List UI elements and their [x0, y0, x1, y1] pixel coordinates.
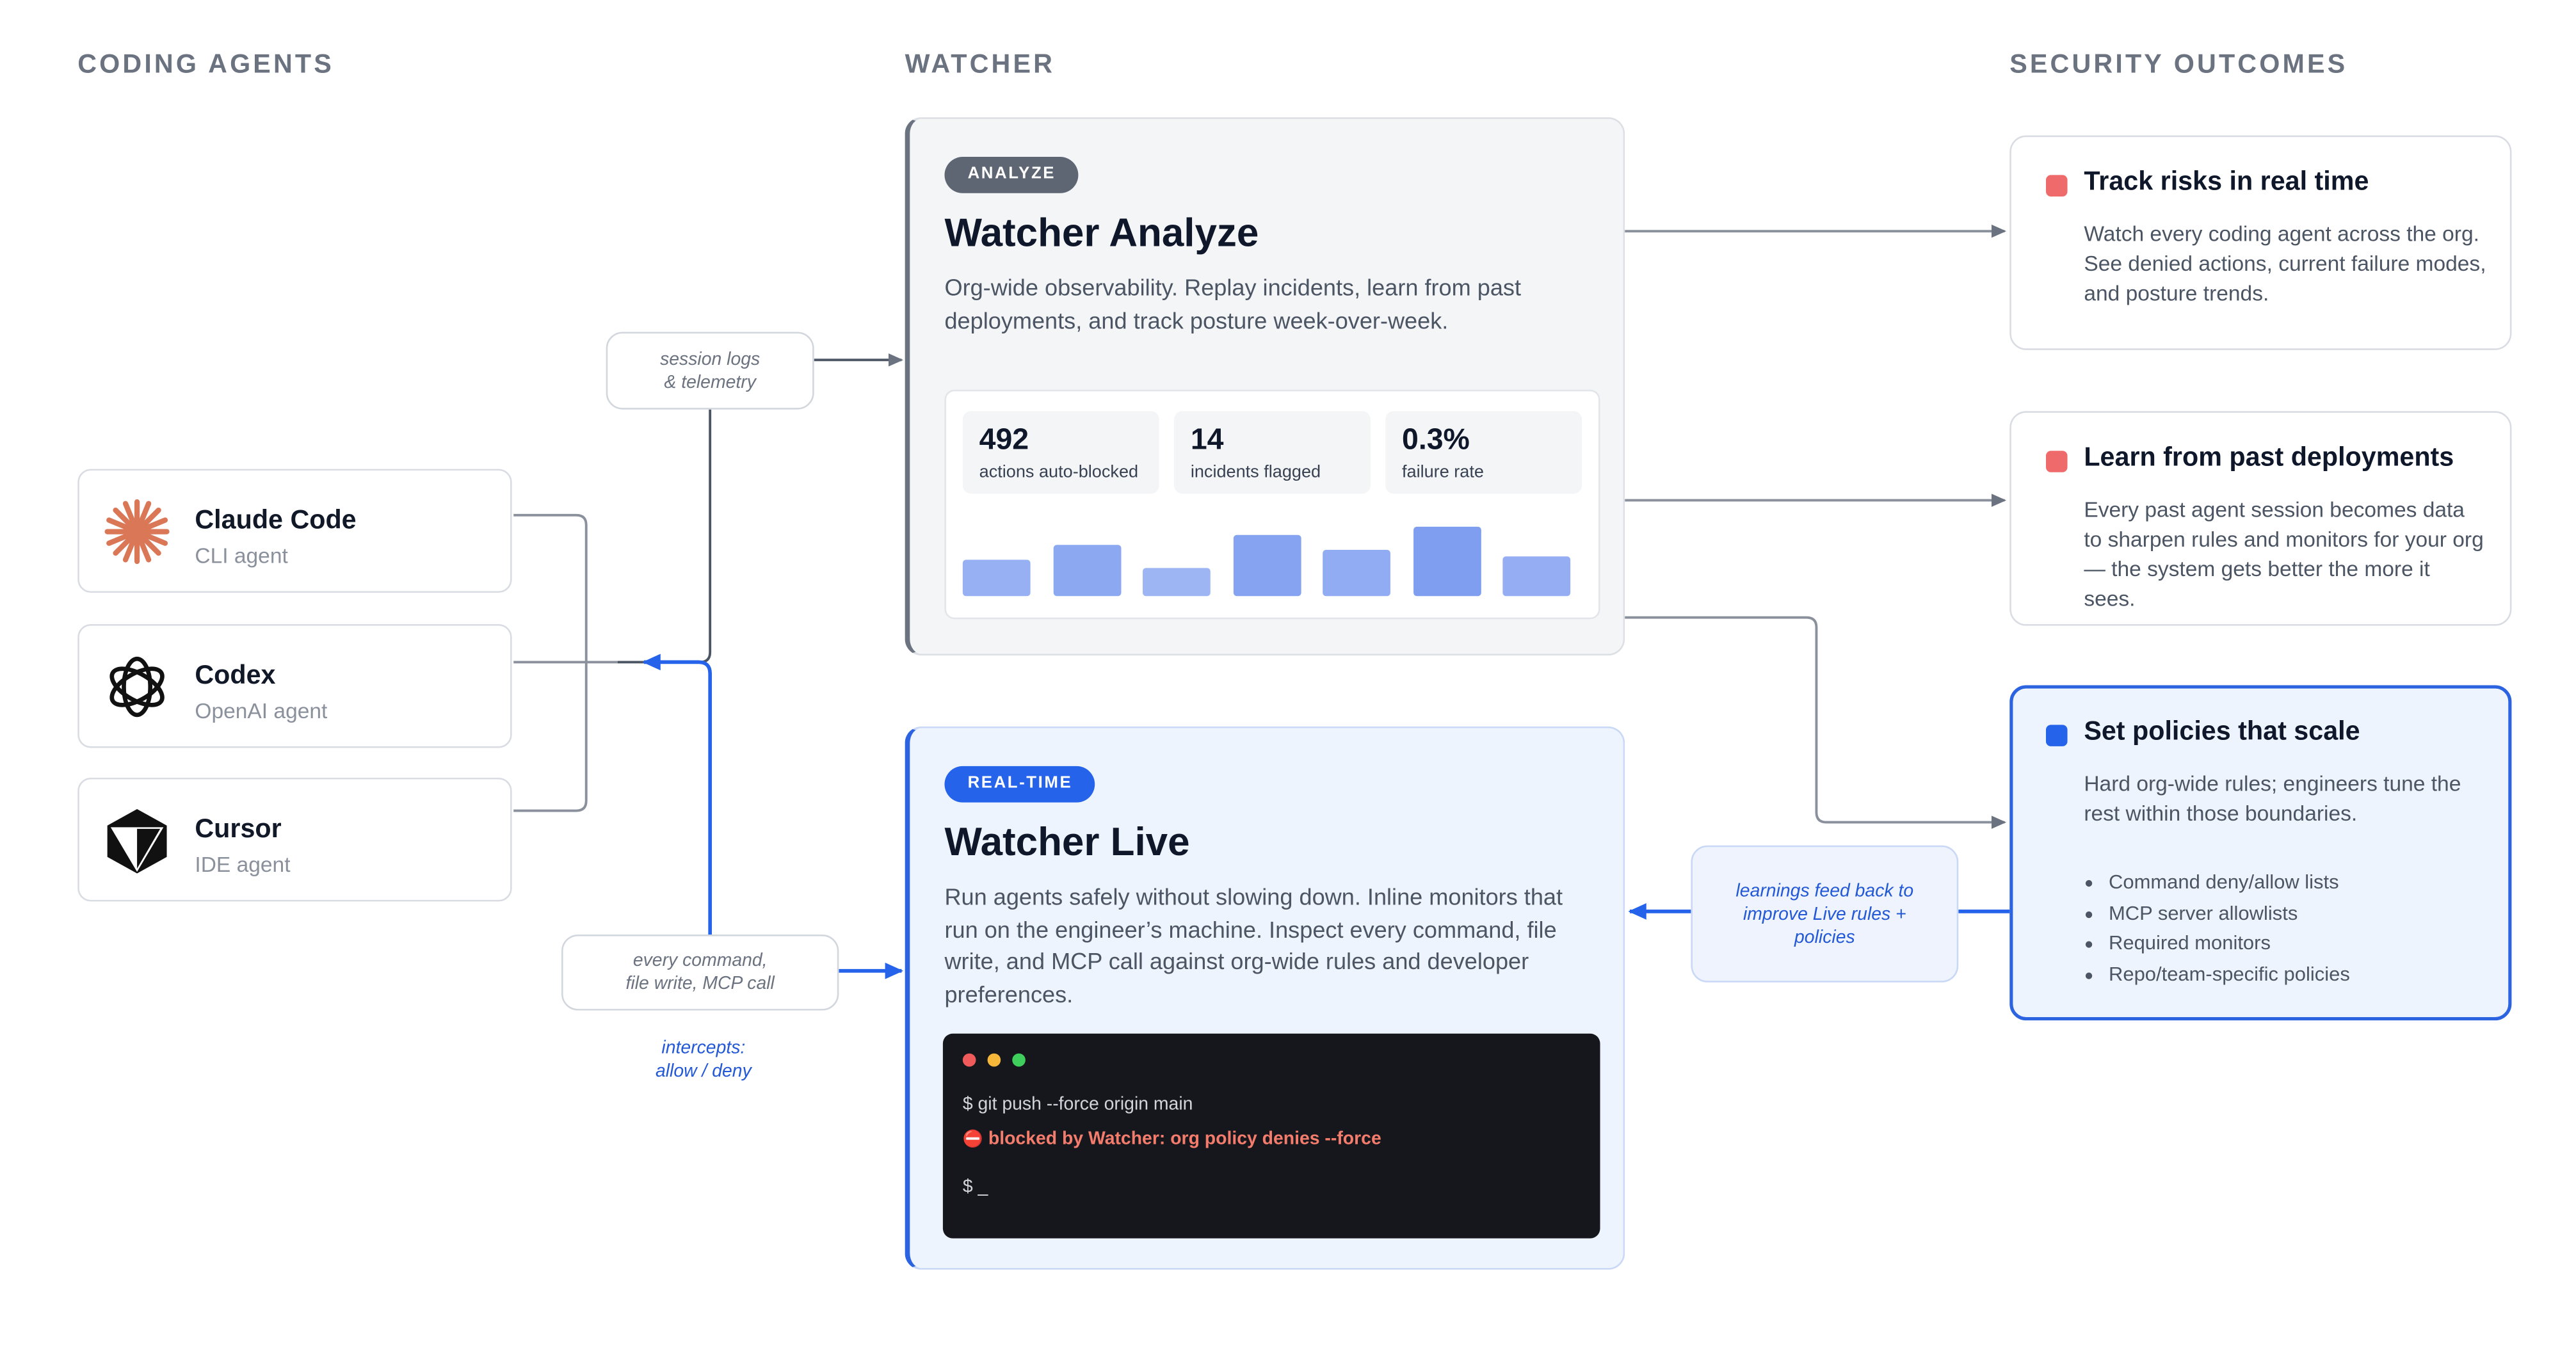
desc-line: Watch every coding agent across the org. [2084, 221, 2479, 246]
outcome-description: Every past agent session becomes data to… [2084, 495, 2483, 614]
terminal-blocked-line: ⛔ blocked by Watcher: org policy denies … [963, 1129, 1381, 1149]
terminal-command: $ git push --force origin main [962, 1095, 1193, 1115]
red-square-icon [2046, 175, 2068, 197]
terminal-window: $ git push --force origin main ⛔ blocked… [942, 1033, 1600, 1239]
stat-label: incidents flagged [1190, 462, 1321, 483]
trend-bar [1412, 526, 1481, 597]
desc-line: See denied actions, current failure mode… [2084, 251, 2486, 276]
claude-burst-icon [104, 499, 170, 565]
list-item: Command deny/allow lists [2109, 867, 2350, 897]
agent-name: Claude Code [195, 506, 357, 535]
desc-line: Run agents safely without slowing down. … [944, 883, 1563, 910]
live-badge: REAL-TIME [944, 766, 1096, 803]
bubble-line: learnings feed back to [1735, 881, 1914, 901]
trend-bar [962, 559, 1031, 597]
live-title: Watcher Live [944, 821, 1190, 865]
desc-line: deployments, and track posture week-over… [944, 306, 1449, 333]
trend-bar [1232, 534, 1301, 597]
column-header-outcomes: SECURITY OUTCOMES [2009, 51, 2348, 79]
outcome-description: Hard org-wide rules; engineers tune the … [2084, 769, 2461, 829]
stat-value: 0.3% [1401, 422, 1470, 456]
intercepts-note: intercepts: allow / deny [604, 1037, 803, 1083]
feedback-bubble: learnings feed back to improve Live rule… [1691, 845, 1959, 983]
analyze-to-policy-wire [1625, 616, 2007, 829]
analyze-description: Org-wide observability. Replay incidents… [944, 273, 1521, 337]
desc-line: preferences. [944, 979, 1074, 1007]
blocked-message: blocked by Watcher: org policy denies --… [988, 1129, 1381, 1150]
note-line: allow / deny [655, 1061, 752, 1082]
bubble-line: & telemetry [664, 372, 756, 392]
intercept-wire [642, 654, 712, 935]
list-item: MCP server allowlists [2109, 897, 2350, 928]
outcome-title: Set policies that scale [2084, 718, 2360, 746]
outcome-card-policies[interactable]: Set policies that scale Hard org-wide ru… [2009, 685, 2512, 1021]
agent-card-cursor[interactable]: Cursor IDE agent [77, 777, 512, 902]
outcome-card-track-risks[interactable]: Track risks in real time Watch every cod… [2009, 135, 2512, 350]
note-line: intercepts: [661, 1038, 746, 1059]
trend-bar [1143, 568, 1211, 597]
list-item: Repo/team-specific policies [2109, 958, 2350, 989]
outcome-card-learn[interactable]: Learn from past deployments Every past a… [2009, 411, 2512, 626]
analyze-badge: ANALYZE [944, 157, 1079, 193]
watcher-live-card[interactable]: REAL-TIME Watcher Live Run agents safely… [905, 726, 1625, 1270]
stat-label: failure rate [1401, 462, 1484, 483]
stat-value: 492 [979, 422, 1029, 456]
outcome-title: Track risks in real time [2084, 168, 2369, 197]
bubble-line: improve Live rules + [1743, 904, 1906, 924]
desc-line: write, and MCP call against org-wide rul… [944, 947, 1529, 974]
trend-bar [1323, 549, 1390, 597]
terminal-close-dot [962, 1053, 976, 1067]
stat-actions-blocked: 492 actions auto-blocked [962, 411, 1159, 494]
terminal-prompt: $ _ [962, 1177, 988, 1198]
analyze-stats-panel: 492 actions auto-blocked 14 incidents fl… [944, 389, 1600, 620]
desc-line: sees. [2084, 586, 2136, 611]
bubble-line: file write, MCP call [625, 974, 775, 994]
stat-value: 14 [1190, 422, 1224, 456]
telemetry-wire [617, 409, 712, 664]
policy-list: Command deny/allow lists MCP server allo… [2086, 867, 2350, 989]
stat-label: actions auto-blocked [979, 462, 1139, 483]
desc-line: — the system gets better the more it [2084, 556, 2430, 581]
agent-type: OpenAI agent [195, 698, 328, 723]
desc-line: and posture trends. [2084, 280, 2269, 306]
cursor-cube-icon [107, 808, 167, 874]
agent-type: IDE agent [195, 852, 291, 877]
outcome-title: Learn from past deployments [2084, 444, 2454, 472]
desc-line: run on the engineer’s machine. Inspect e… [944, 915, 1557, 942]
stat-failure-rate: 0.3% failure rate [1385, 411, 1582, 494]
desc-line: Org-wide observability. Replay incidents… [944, 274, 1522, 301]
column-header-agents: CODING AGENTS [77, 51, 334, 79]
bubble-line: policies [1794, 927, 1855, 947]
analyze-title: Watcher Analyze [944, 211, 1259, 256]
trend-bar [1052, 545, 1121, 597]
blue-square-icon [2046, 725, 2068, 746]
every-command-bubble: every command, file write, MCP call [561, 934, 839, 1011]
watcher-analyze-card[interactable]: ANALYZE Watcher Analyze Org-wide observa… [905, 117, 1625, 656]
stop-icon: ⛔ [962, 1130, 983, 1150]
agent-type: CLI agent [195, 543, 288, 568]
terminal-zoom-dot [1012, 1053, 1026, 1067]
live-description: Run agents safely without slowing down. … [944, 881, 1563, 1010]
outcome-description: Watch every coding agent across the org.… [2084, 220, 2486, 309]
desc-line: to sharpen rules and monitors for your o… [2084, 526, 2484, 552]
desc-line: Hard org-wide rules; engineers tune the [2084, 771, 2461, 796]
agent-card-claude-code[interactable]: Claude Code CLI agent [77, 469, 512, 593]
bubble-line: session logs [660, 349, 761, 369]
terminal-minimize-dot [987, 1053, 1001, 1067]
column-header-watcher: WATCHER [905, 51, 1056, 79]
session-logs-bubble: session logs & telemetry [606, 332, 814, 410]
red-square-icon [2046, 451, 2068, 472]
agent-card-codex[interactable]: Codex OpenAI agent [77, 624, 512, 748]
bubble-line: every command, [632, 951, 768, 971]
stat-incidents-flagged: 14 incidents flagged [1174, 411, 1371, 494]
agent-name: Cursor [195, 815, 282, 844]
list-item: Required monitors [2109, 928, 2350, 959]
agent-name: Codex [195, 662, 276, 691]
desc-line: Every past agent session becomes data [2084, 497, 2465, 522]
trend-bar [1502, 556, 1571, 597]
desc-line: rest within those boundaries. [2084, 801, 2358, 826]
openai-knot-icon [109, 656, 165, 718]
